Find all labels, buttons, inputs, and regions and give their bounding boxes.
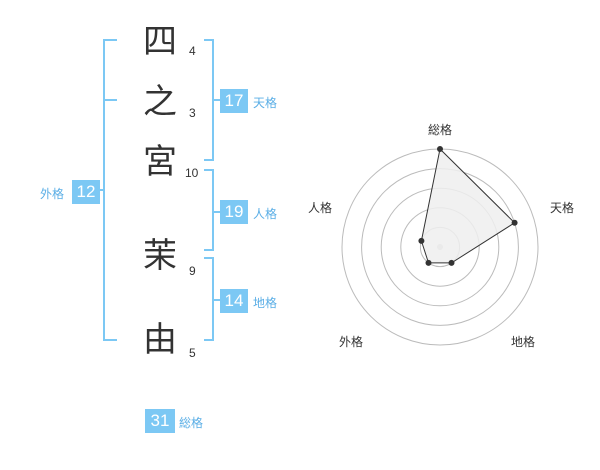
stroke-count-4: 9 [189, 264, 196, 278]
radar-point-3 [448, 259, 455, 266]
jinkaku-bracket [204, 169, 220, 251]
soukaku-label: 総格 [179, 416, 204, 430]
gaikaku-label: 外格 [40, 187, 65, 201]
stroke-count-2: 3 [189, 106, 196, 120]
radar-point-2 [511, 219, 518, 226]
name-char-5: 由 [143, 320, 177, 360]
name-char-4: 茉 [143, 236, 177, 276]
chikaku-bracket [204, 257, 220, 341]
gaikaku-value: 12 [72, 180, 100, 204]
radar-label-soukaku: 総格 [428, 123, 453, 137]
name-char-3: 宮 [143, 142, 177, 182]
chikaku-label: 地格 [253, 296, 278, 310]
radar-point-4 [425, 259, 432, 266]
radar-label-chikaku: 地格 [511, 335, 536, 349]
radar-label-gaikaku: 外格 [339, 335, 364, 349]
radar-label-jinkaku: 人格 [308, 201, 333, 215]
tenkaku-label: 天格 [253, 96, 278, 110]
radar-label-tenkaku: 天格 [550, 201, 575, 215]
name-char-1: 四 [143, 22, 177, 62]
stroke-count-5: 5 [189, 346, 196, 360]
jinkaku-value: 19 [220, 200, 248, 224]
chikaku-value: 14 [220, 289, 248, 313]
tenkaku-value: 17 [220, 89, 248, 113]
name-char-2: 之 [143, 82, 177, 122]
radar-point-5 [418, 237, 425, 244]
radar-polygon [420, 147, 516, 264]
radar-point-1 [437, 146, 443, 152]
soukaku-value: 31 [145, 409, 175, 433]
jinkaku-label: 人格 [253, 207, 278, 221]
stroke-count-3: 10 [185, 166, 199, 180]
tenkaku-bracket [204, 39, 220, 161]
stroke-count-1: 4 [189, 44, 196, 58]
